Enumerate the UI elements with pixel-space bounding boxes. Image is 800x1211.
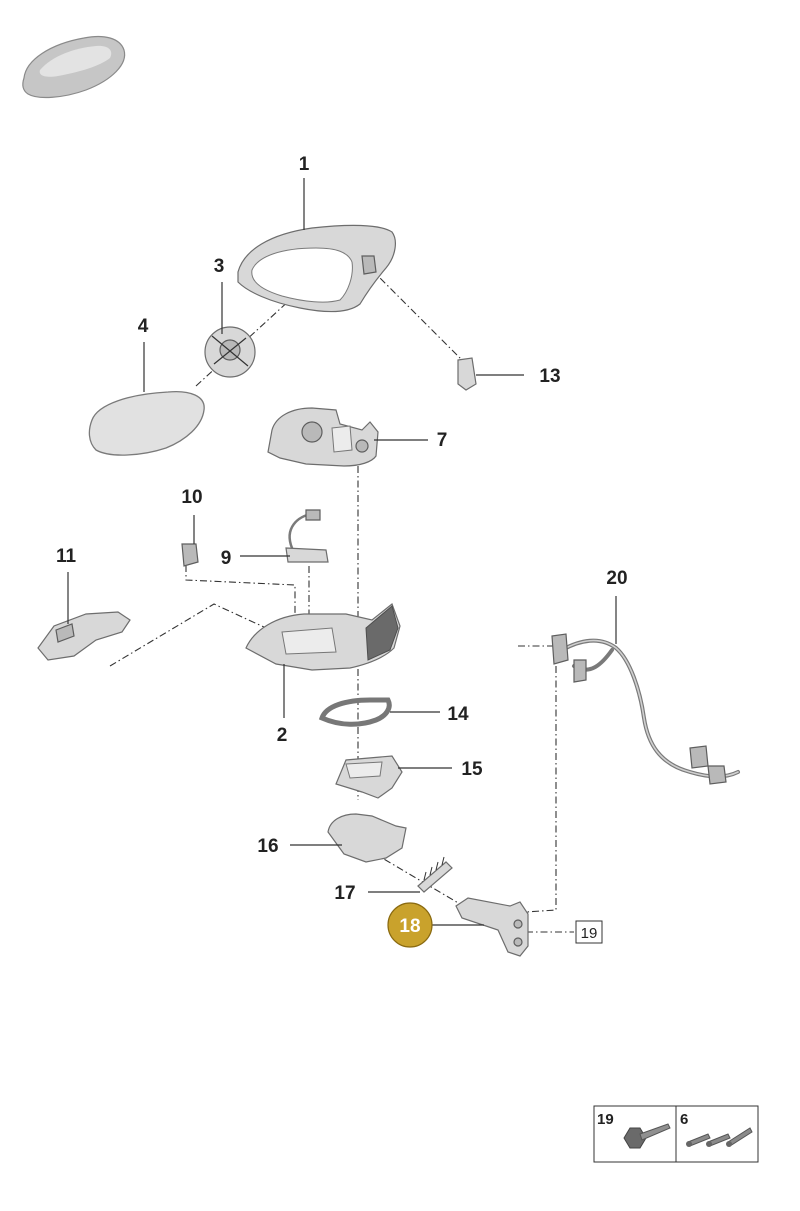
- part-18-mounting-arm[interactable]: [455, 897, 529, 957]
- callout-20[interactable]: 20: [606, 568, 627, 589]
- part-15-lower-cover[interactable]: [335, 755, 403, 799]
- leader-lines: [67, 178, 617, 926]
- car-thumbnail[interactable]: [22, 35, 126, 99]
- part-4-mirror-glass[interactable]: [88, 390, 205, 456]
- callout-15[interactable]: 15: [461, 759, 483, 780]
- callout-4[interactable]: 4: [138, 316, 149, 337]
- callout-17[interactable]: 17: [334, 883, 355, 904]
- callout-11[interactable]: 11: [56, 546, 77, 567]
- callout-1[interactable]: 1: [299, 154, 310, 175]
- screw-19-icon[interactable]: [623, 1123, 671, 1149]
- callout-9[interactable]: 9: [221, 548, 232, 569]
- callout-13[interactable]: 13: [539, 366, 560, 387]
- reference-19[interactable]: 19: [581, 925, 598, 942]
- part-16-bottom-cap[interactable]: [327, 813, 407, 863]
- reference-19-box[interactable]: 19: [575, 920, 603, 944]
- part-17-clip-strip[interactable]: [417, 856, 453, 893]
- part-13-clip[interactable]: [457, 357, 477, 391]
- part-1-mirror-housing[interactable]: [237, 224, 396, 313]
- callout-3[interactable]: 3: [214, 256, 225, 277]
- callout-18[interactable]: 18: [399, 916, 420, 937]
- legend-label-19: 19: [597, 1111, 614, 1128]
- callout-14[interactable]: 14: [447, 704, 469, 725]
- part-11-bracket[interactable]: [37, 611, 131, 661]
- part-9-led-module[interactable]: [285, 509, 329, 563]
- hardware-legend: 19 6: [593, 1105, 759, 1163]
- callout-7[interactable]: 7: [437, 430, 448, 451]
- callout-2[interactable]: 2: [277, 725, 288, 746]
- callout-10[interactable]: 10: [181, 487, 202, 508]
- screw-6-icons[interactable]: [686, 1127, 753, 1147]
- part-2-mirror-base[interactable]: [245, 603, 401, 671]
- callout-18-highlight[interactable]: 18: [387, 902, 433, 948]
- part-7-adjustment-motor[interactable]: [267, 407, 379, 467]
- part-3-heating-element[interactable]: [204, 326, 256, 378]
- part-20-wiring-harness[interactable]: [551, 633, 740, 785]
- part-10-connector[interactable]: [181, 543, 199, 567]
- part-14-gasket[interactable]: [318, 697, 392, 727]
- legend-label-6: 6: [680, 1111, 688, 1128]
- callout-16[interactable]: 16: [257, 836, 278, 857]
